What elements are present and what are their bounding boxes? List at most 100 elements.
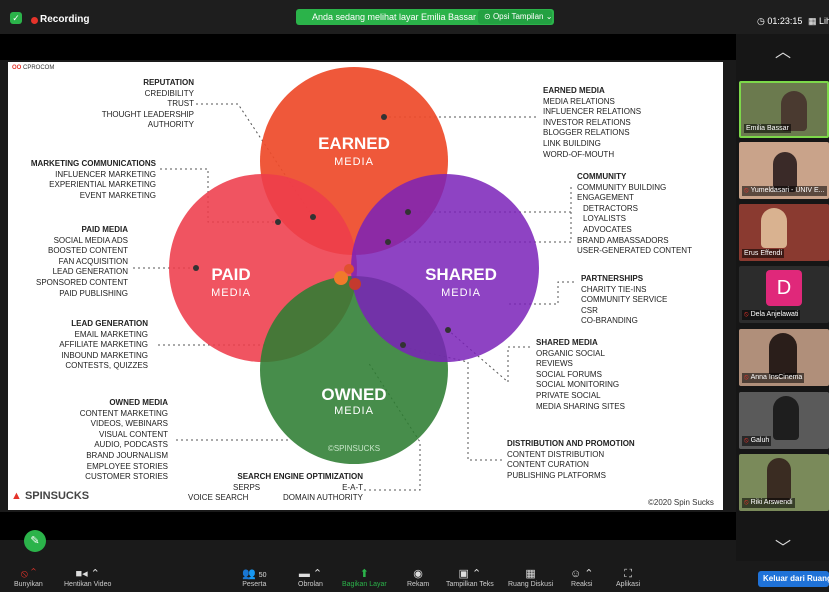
video-tile[interactable]: ⦸Galuh [739, 392, 829, 449]
annotate-pen-button[interactable]: ✎ [24, 530, 46, 552]
breakout-grid-icon: ▦ [525, 568, 536, 580]
video-tile[interactable]: ⦸Anna InsCinema [739, 329, 829, 386]
paid-media-item: LEAD GENERATION [52, 267, 128, 277]
tile-name: Yumeldasari - UNIV E... [750, 187, 825, 194]
partnerships-item: CO-BRANDING [581, 316, 638, 326]
screen-share-banner: Anda sedang melihat layar Emilia Bassar … [296, 9, 554, 25]
person-figure [767, 458, 791, 502]
center-dot-3 [344, 264, 354, 274]
layout-button[interactable]: ▦ Lih [808, 16, 829, 27]
record-button[interactable]: ◉Rekam [407, 567, 429, 588]
meeting-timer: ◷ 01:23:15 [757, 16, 802, 27]
owned-media-group: OWNED MEDIA CONTENT MARKETING VIDEOS, WE… [48, 398, 168, 483]
breakout-rooms-button[interactable]: ▦Ruang Diskusi [508, 567, 553, 588]
marcom-group: MARKETING COMMUNICATIONS INFLUENCER MARK… [10, 159, 156, 201]
community-subitem: ADVOCATES [583, 224, 632, 234]
video-tile[interactable]: ⦸Yumeldasari - UNIV E... [739, 142, 829, 199]
community-item: USER-GENERATED CONTENT [577, 246, 692, 256]
layout-label: Lih [819, 16, 829, 26]
center-dot-2 [349, 278, 361, 290]
captions-button[interactable]: ▣ ⌃Tampilkan Teks [446, 567, 494, 588]
view-options-button[interactable]: ⊙ Opsi Tampilan ⌄ [478, 10, 552, 24]
shared-sub: MEDIA [441, 287, 481, 299]
grid-icon: ▦ [808, 16, 820, 26]
partnerships-title: PARTNERSHIPS [581, 274, 644, 283]
shared-media-item: SOCIAL MONITORING [536, 380, 620, 390]
unmute-label: Bunyikan [14, 581, 43, 588]
lead-gen-item: EMAIL MARKETING [74, 329, 149, 339]
share-screen-label: Bagikan Layar [342, 581, 387, 588]
video-tile[interactable]: Emilia Bassar [739, 81, 829, 138]
captions-cc-icon: ▣ ⌃ [458, 568, 482, 580]
seo-item: E-A-T [342, 482, 363, 492]
leave-meeting-button[interactable]: Keluar dari Ruang [758, 571, 829, 587]
participants-count: 50 [258, 572, 267, 579]
person-figure [773, 152, 797, 192]
lead-gen-title: LEAD GENERATION [71, 319, 148, 328]
earned-media-item: MEDIA RELATIONS [543, 96, 615, 106]
marker-community [405, 209, 411, 215]
shared-title: SHARED [425, 265, 497, 284]
video-tile[interactable]: Erus Effendi [739, 204, 829, 261]
cprocom-logo-text: CPROCOM [23, 65, 55, 71]
community-item: BRAND AMBASSADORS [577, 235, 669, 245]
marcom-item: EXPERIENTIAL MARKETING [49, 180, 156, 190]
pen-icon: ✎ [30, 535, 40, 547]
muted-mic-icon: ⦸ ⌃ [20, 568, 37, 580]
captions-label: Tampilkan Teks [446, 581, 494, 588]
lead-gen-group: LEAD GENERATION EMAIL MARKETING AFFILIAT… [38, 319, 148, 372]
muted-mic-icon: ⦸ [744, 311, 749, 318]
shared-media-item: MEDIA SHARING SITES [536, 401, 625, 411]
share-screen-button[interactable]: ⬆Bagikan Layar [342, 567, 387, 588]
scroll-down-chevron-icon[interactable]: ﹀ [774, 540, 791, 557]
seo-item: VOICE SEARCH [188, 493, 249, 503]
owned-media-item: CONTENT MARKETING [79, 408, 168, 418]
shared-media-title: SHARED MEDIA [536, 338, 598, 347]
person-figure [761, 208, 787, 248]
clock-icon: ◷ [757, 16, 768, 26]
tile-name: Galuh [750, 437, 770, 444]
paid-title: PAID [211, 265, 251, 284]
tile-name-label: ⦸Dela Anjelawati [742, 310, 801, 320]
owned-media-item: BRAND JOURNALISM [86, 450, 168, 460]
security-shield-icon[interactable]: ✓ [10, 12, 22, 24]
tile-name-label: ⦸Yumeldasari - UNIV E... [742, 186, 827, 196]
distribution-item: CONTENT DISTRIBUTION [507, 449, 605, 459]
connector-partnerships [508, 281, 574, 305]
tile-name: Emilia Bassar [746, 125, 789, 132]
avatar-initial: D [766, 270, 802, 306]
top-bar: ✓ Recording Anda sedang melihat layar Em… [0, 0, 829, 34]
paid-media-item: SPONSORED CONTENT [35, 277, 128, 287]
video-camera-icon: ■◂ ⌃ [75, 568, 100, 580]
reputation-item: CREDIBILITY [144, 88, 194, 98]
unmute-button[interactable]: ⦸ ⌃Bunyikan [14, 567, 43, 588]
shared-slide: OO CPROCOM [8, 62, 723, 510]
community-subitem: LOYALISTS [583, 214, 626, 224]
paid-sub: MEDIA [211, 287, 251, 299]
cprocom-logo-icon: OO [12, 65, 24, 71]
chat-button[interactable]: ▬ ⌃Obrolan [298, 567, 323, 588]
stop-video-button[interactable]: ■◂ ⌃Hentikan Video [64, 567, 111, 588]
distribution-group: DISTRIBUTION AND PROMOTION CONTENT DISTR… [507, 439, 667, 481]
participants-label: Peserta [242, 581, 267, 588]
seo-item: DOMAIN AUTHORITY [282, 493, 363, 503]
marker-shared [445, 327, 451, 333]
earned-media-item: INVESTOR RELATIONS [543, 117, 631, 127]
community-subitem: DETRACTORS [583, 203, 638, 213]
distribution-item: CONTENT CURATION [507, 460, 589, 470]
video-tile[interactable]: D ⦸Dela Anjelawati [739, 266, 829, 323]
lead-gen-item: CONTESTS, QUIZZES [65, 361, 148, 371]
reactions-button[interactable]: ☺ ⌃Reaksi [570, 567, 594, 588]
apps-button[interactable]: ⛶Aplikasi [616, 567, 640, 588]
scroll-up-chevron-icon[interactable]: ︿ [774, 44, 791, 61]
partnerships-item: CSR [581, 305, 598, 315]
tile-name: Erus Effendi [744, 250, 783, 257]
center-dot-1 [334, 271, 348, 285]
venn-diagram [133, 67, 574, 491]
video-tile[interactable]: ⦸Riki Arswendi [739, 454, 829, 511]
earned-media-item: INFLUENCER RELATIONS [543, 107, 642, 117]
owned-media-item: CUSTOMER STORIES [85, 472, 168, 482]
